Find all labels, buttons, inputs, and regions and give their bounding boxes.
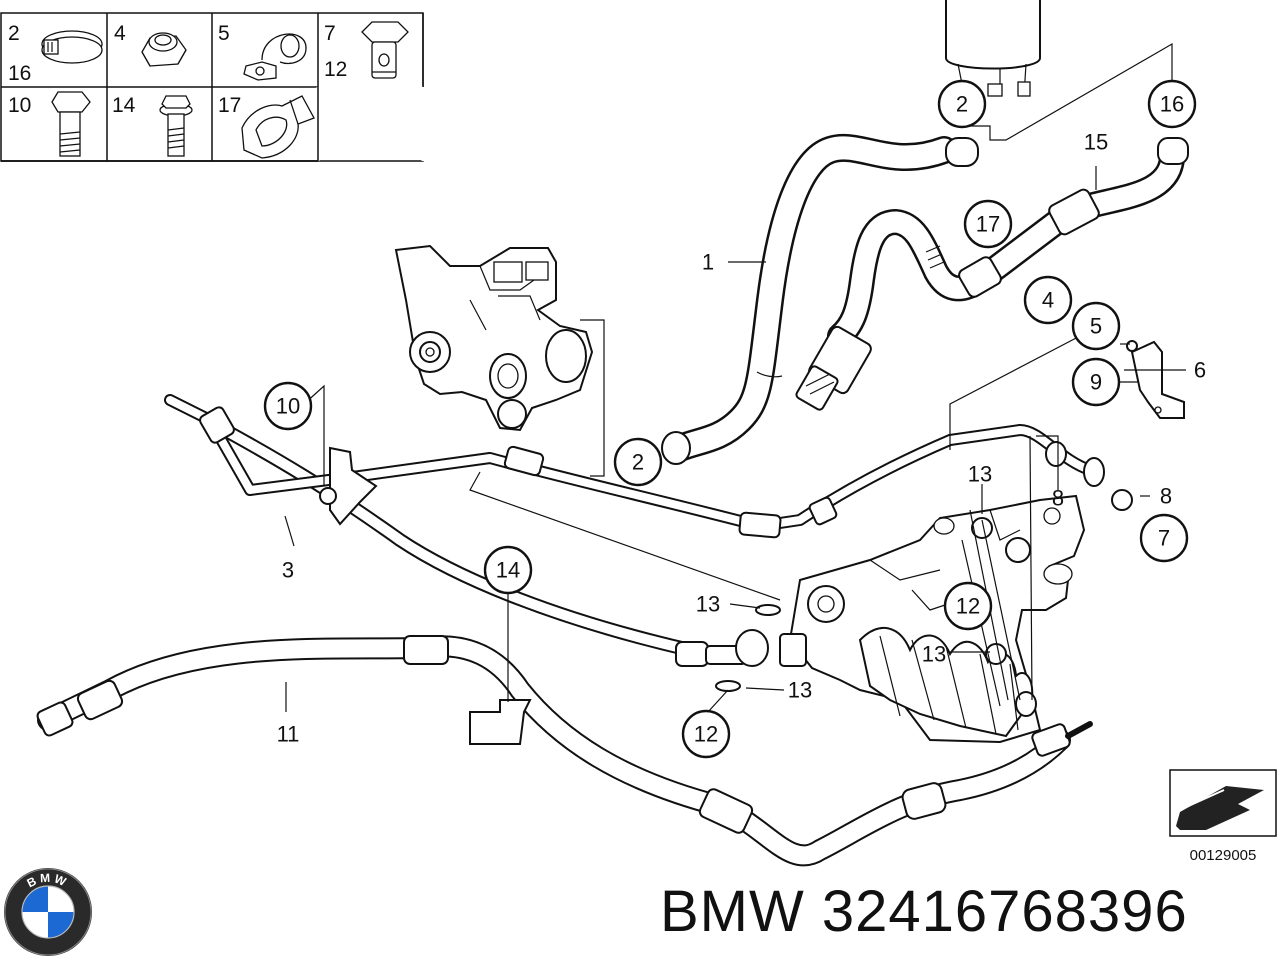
callout-12-rack: 12 [943, 581, 993, 631]
callout-9: 9 [1071, 357, 1121, 407]
bmw-logo: BMW [4, 868, 92, 956]
callout-11: 11 [277, 722, 300, 747]
leader-lines [284, 42, 1186, 713]
callout-16: 16 [1147, 79, 1197, 129]
callout-3: 3 [282, 558, 294, 583]
footer-title: BMW 32416768396 [660, 878, 1188, 945]
callout-14: 14 [483, 545, 533, 595]
pipe-clip-icon [243, 33, 307, 81]
svg-text:2: 2 [956, 92, 968, 117]
flange-bolt-icon [159, 95, 193, 157]
callout-10: 10 [263, 381, 313, 431]
svg-text:4: 4 [1042, 288, 1054, 313]
svg-text:10: 10 [276, 394, 300, 419]
callout-6: 6 [1194, 358, 1206, 383]
parts-legend-table: 2 16 4 5 7 12 [0, 12, 425, 162]
hoses [36, 133, 1189, 867]
callout-8-left: 8 [1052, 486, 1064, 511]
callout-2-pump: 2 [613, 437, 663, 487]
callout-13-rack: 13 [922, 642, 946, 667]
hex-bolt-icon [51, 91, 91, 157]
legend-label-12: 12 [324, 58, 347, 81]
svg-text:BMW: BMW [25, 871, 71, 891]
svg-text:2: 2 [632, 450, 644, 475]
svg-text:17: 17 [976, 212, 1000, 237]
part-number: 32416768396 [821, 879, 1188, 944]
callout-7: 7 [1139, 513, 1189, 563]
legend-label-14: 14 [112, 94, 136, 117]
svg-text:14: 14 [496, 558, 520, 583]
banjo-bolt-icon [361, 21, 409, 79]
drawing-number: 00129005 [1190, 847, 1257, 864]
svg-text:12: 12 [694, 722, 718, 747]
legend-label-2: 2 [8, 22, 20, 45]
legend-label-5: 5 [218, 22, 230, 45]
steering-rack [735, 494, 1086, 744]
svg-text:5: 5 [1090, 314, 1102, 339]
callout-13-top: 13 [968, 462, 992, 487]
callout-5: 5 [1071, 301, 1121, 351]
callout-labels: 15 1 6 13 8 8 3 13 13 13 11 [277, 130, 1207, 747]
legend-label-4: 4 [114, 22, 126, 45]
brand-name: BMW [660, 879, 805, 944]
hex-nut-icon [141, 32, 187, 67]
callout-15: 15 [1084, 130, 1108, 155]
callout-17: 17 [963, 199, 1013, 249]
callout-13-lower: 13 [788, 678, 812, 703]
logo-lettering: BMW [25, 871, 68, 891]
callout-1: 1 [702, 250, 714, 275]
svg-text:16: 16 [1160, 92, 1184, 117]
power-steering-pump [394, 244, 594, 432]
svg-text:9: 9 [1090, 370, 1102, 395]
hose-clamp-icon [41, 30, 103, 64]
callout-13-upper: 13 [696, 592, 720, 617]
direction-indicator: 00129005 [1169, 769, 1277, 864]
callout-2-top: 2 [937, 79, 987, 129]
hose-holder-icon [241, 95, 315, 159]
svg-text:12: 12 [956, 594, 980, 619]
legend-label-10: 10 [8, 94, 31, 117]
legend-label-17: 17 [218, 94, 241, 117]
callout-4: 4 [1023, 275, 1073, 325]
reservoir [945, 0, 1041, 97]
callout-8-right: 8 [1160, 484, 1172, 509]
callout-12-lower: 12 [681, 709, 731, 759]
callout-bubbles: 2 16 17 4 5 9 10 2 7 12 14 12 [263, 79, 1197, 759]
legend-label-16: 16 [8, 62, 31, 85]
legend-label-7: 7 [324, 22, 336, 45]
svg-text:7: 7 [1158, 526, 1170, 551]
